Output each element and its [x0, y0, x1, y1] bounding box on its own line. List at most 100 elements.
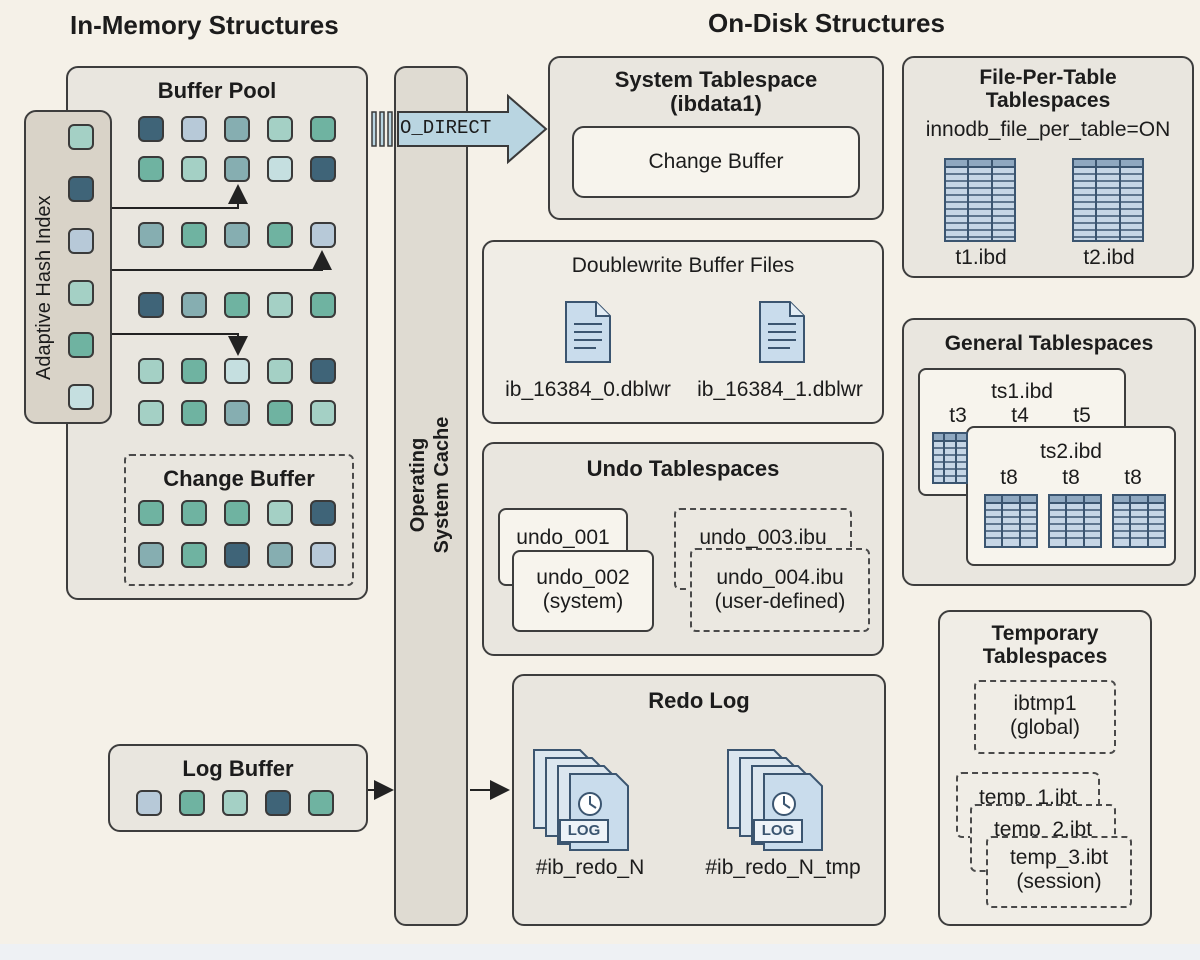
- ts1-table-label: t3: [949, 404, 967, 427]
- table-icon-t3: [932, 432, 968, 484]
- hash-index-entry: [68, 228, 94, 254]
- undo-002-line2: (system): [542, 590, 624, 613]
- doublewrite-file-icon-1: [565, 301, 611, 363]
- table-icon-t1: [944, 158, 1016, 242]
- buffer-pool-page: [267, 358, 293, 384]
- buffer-pool-page: [138, 292, 164, 318]
- hash-index-entry: [68, 280, 94, 306]
- buffer-pool-page: [224, 116, 250, 142]
- change-buffer-page: [267, 500, 293, 526]
- redo-file-stack-1: [533, 749, 629, 851]
- change-buffer-page: [138, 500, 164, 526]
- buffer-pool-page: [181, 292, 207, 318]
- temp3-box: [986, 836, 1132, 908]
- change-buffer-page: [181, 542, 207, 568]
- log-buffer-entry: [265, 790, 291, 816]
- ts2-table-label: t8: [1062, 466, 1080, 489]
- ahi-pointer-2: [112, 250, 332, 271]
- ahi-pointer-3: [112, 333, 248, 356]
- buffer-pool-page: [310, 222, 336, 248]
- temp2-label: temp_2.ibt: [993, 818, 1093, 841]
- buffer-pool-page: [138, 222, 164, 248]
- change-buffer-page: [310, 542, 336, 568]
- buffer-pool-page: [181, 116, 207, 142]
- undo-004-line2: (user-defined): [714, 590, 846, 613]
- temp3-line2: (session): [1016, 870, 1102, 893]
- system-tablespace-title: System Tablespace (ibdata1): [548, 68, 884, 116]
- ts1-table-label: t5: [1073, 404, 1091, 427]
- ts2-table-label: t8: [1124, 466, 1142, 489]
- undo-004-line1: undo_004.ibu: [716, 566, 844, 589]
- doublewrite-file-1: ib_16384_0.dblwr: [505, 378, 671, 401]
- temp3-line1: temp_3.ibt: [1009, 846, 1109, 869]
- on-disk-header: On-Disk Structures: [708, 8, 945, 38]
- t1-label: t1.ibd: [955, 246, 1007, 269]
- redo-file-2: #ib_redo_N_tmp: [705, 856, 861, 879]
- redo-log-tag-1: LOG: [567, 822, 601, 839]
- table-icon-t8: [984, 494, 1038, 548]
- change-buffer-page: [310, 500, 336, 526]
- temporary-title-1: Temporary: [991, 622, 1099, 645]
- doublewrite-panel: [482, 240, 884, 424]
- buffer-pool-page: [181, 156, 207, 182]
- buffer-pool-page: [267, 156, 293, 182]
- buffer-pool-page: [224, 292, 250, 318]
- buffer-pool-title: Buffer Pool: [157, 78, 277, 103]
- buffer-pool-page: [181, 400, 207, 426]
- redo-log-title: Redo Log: [648, 688, 750, 713]
- hash-index-entry: [68, 176, 94, 202]
- buffer-pool-page: [138, 400, 164, 426]
- change-buffer-page: [267, 542, 293, 568]
- redo-file-stack-2: [727, 749, 823, 851]
- doublewrite-file-2: ib_16384_1.dblwr: [697, 378, 863, 401]
- system-tablespace-title-1: System Tablespace: [614, 67, 818, 92]
- buffer-pool-page: [267, 292, 293, 318]
- buffer-pool-page: [224, 358, 250, 384]
- buffer-pool-page: [267, 222, 293, 248]
- undo-title: Undo Tablespaces: [586, 456, 780, 481]
- buffer-pool-page: [310, 292, 336, 318]
- ibtmp1-line1: ibtmp1: [1013, 692, 1077, 715]
- buffer-pool-page: [138, 116, 164, 142]
- temp3-label: temp_3.ibt (session): [986, 846, 1132, 894]
- undo-001-label: undo_001: [516, 526, 610, 549]
- ibtmp1-line2: (global): [1009, 716, 1081, 739]
- file-per-table-title: File-Per-Table Tablespaces: [902, 66, 1194, 112]
- ibtmp1-box: [974, 680, 1116, 754]
- redo-file-1: #ib_redo_N: [535, 856, 645, 879]
- ts1-table-label: t4: [1011, 404, 1029, 427]
- o-direct-label: O_DIRECT: [400, 117, 492, 139]
- ts2-label: ts2.ibd: [1040, 440, 1102, 463]
- os-cache-panel: [394, 66, 468, 926]
- change-buffer-page: [224, 500, 250, 526]
- ts1-label: ts1.ibd: [991, 380, 1053, 403]
- o-direct-arrow: [371, 93, 548, 165]
- buffer-pool-page: [224, 156, 250, 182]
- buffer-pool-page: [138, 156, 164, 182]
- buffer-pool-page: [310, 116, 336, 142]
- undo-002-label: undo_002 (system): [512, 566, 654, 614]
- log-buffer-entry: [308, 790, 334, 816]
- log-buffer-panel: [108, 744, 368, 832]
- adaptive-hash-index-panel: [24, 110, 112, 424]
- buffer-pool-page: [224, 400, 250, 426]
- general-tablespaces-title: General Tablespaces: [944, 332, 1154, 355]
- table-icon-t8: [1048, 494, 1102, 548]
- file-per-table-setting: innodb_file_per_table=ON: [925, 118, 1171, 141]
- system-tablespace-title-2: (ibdata1): [670, 91, 762, 116]
- ts2-table-label: t8: [1000, 466, 1018, 489]
- temp1-label: temp_1.ibt: [978, 786, 1078, 809]
- doublewrite-file-icon-2: [759, 301, 805, 363]
- undo-004-label: undo_004.ibu (user-defined): [690, 566, 870, 614]
- buffer-pool-page: [310, 400, 336, 426]
- hash-index-entry: [68, 124, 94, 150]
- ibtmp1-label: ibtmp1 (global): [974, 692, 1116, 740]
- change-buffer-page: [224, 542, 250, 568]
- bottom-strip: [0, 944, 1200, 960]
- system-change-buffer: [572, 126, 860, 198]
- change-buffer-memory-title: Change Buffer: [163, 466, 315, 491]
- buffer-pool-page: [138, 358, 164, 384]
- change-buffer-page: [138, 542, 164, 568]
- hash-index-entry: [68, 384, 94, 410]
- undo-002-box: [512, 550, 654, 632]
